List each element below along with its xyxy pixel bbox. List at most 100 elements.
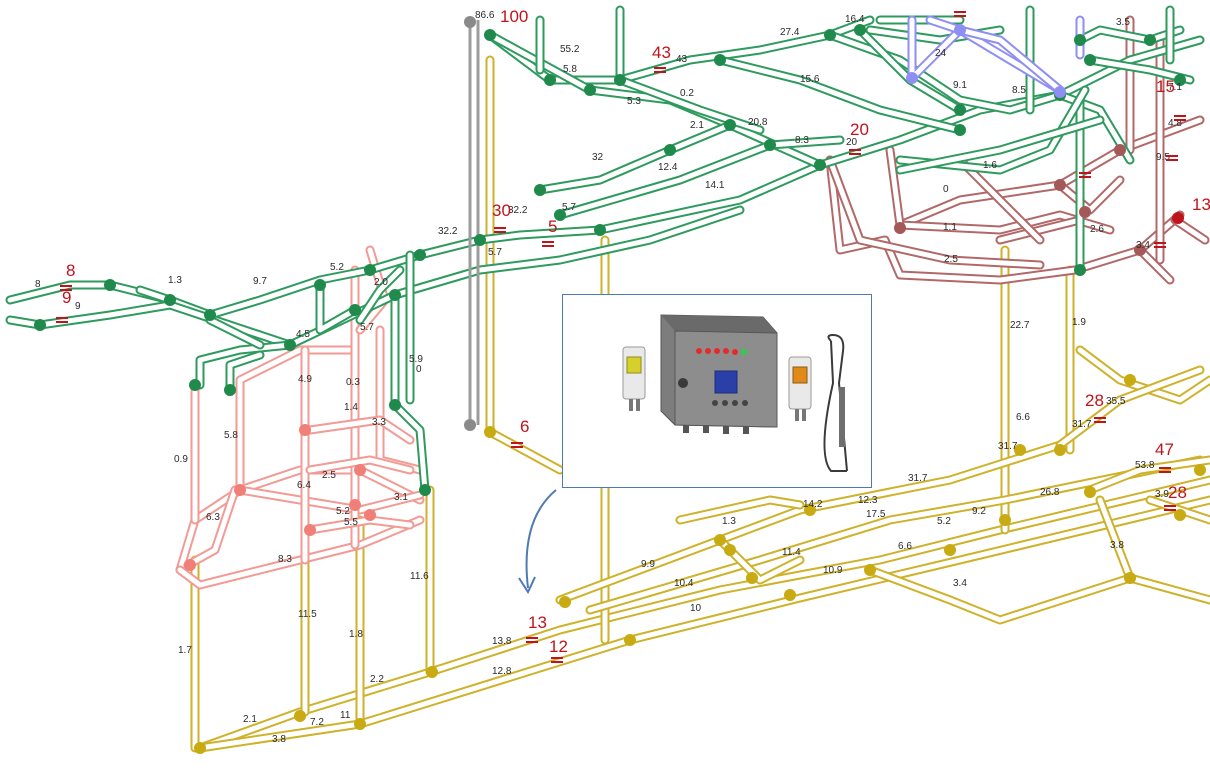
green-junction-node — [164, 294, 176, 306]
flow-value-label: 4.5 — [296, 329, 310, 340]
section-hatch-mark — [849, 149, 861, 151]
section-number-label: 28 — [1168, 483, 1187, 502]
green-junction-node — [419, 484, 431, 496]
green-junction-node — [814, 159, 826, 171]
flow-value-label: 3.1 — [394, 492, 408, 503]
yellow-junction-node — [1124, 374, 1136, 386]
flow-value-label: 6.4 — [297, 480, 311, 491]
flow-value-label: 9.5 — [1156, 152, 1170, 163]
yellow-junction-node — [559, 596, 571, 608]
flow-value-label: 2.0 — [374, 277, 388, 288]
yellow-junction-node — [194, 742, 206, 754]
blue-junction-node — [906, 72, 918, 84]
flow-value-label: 8.3 — [795, 135, 809, 146]
green-junction-node — [224, 384, 236, 396]
section-hatch-mark — [526, 637, 538, 639]
section-hatch-mark — [56, 317, 68, 319]
flow-value-label: 8.5 — [1012, 85, 1026, 96]
section-hatch-mark — [1154, 246, 1166, 248]
gray-pipe-network — [470, 20, 478, 425]
green-junction-node — [724, 119, 736, 131]
section-hatch-mark — [1164, 505, 1176, 507]
pipe-segment-core — [870, 570, 1210, 620]
yellow-junction-node — [724, 544, 736, 556]
flow-value-label: 14.1 — [705, 180, 725, 191]
green-junction-node — [954, 124, 966, 136]
indicator-lamp — [723, 348, 729, 354]
flow-value-label: 27.4 — [780, 27, 800, 38]
green-junction-node — [204, 309, 216, 321]
flow-value-label: 9.9 — [641, 559, 655, 570]
green-junction-node — [104, 279, 116, 291]
section-hatch-mark — [1166, 155, 1178, 157]
flow-value-label: 8.3 — [278, 554, 292, 565]
flow-value-label: 24 — [935, 48, 947, 59]
flow-value-label: 9.7 — [253, 276, 267, 287]
green-junction-node — [284, 339, 296, 351]
pipe-segment-core — [1100, 500, 1130, 578]
section-hatch-mark — [1159, 467, 1171, 469]
flow-value-label: 5.2 — [330, 262, 344, 273]
flow-value-label: 1.8 — [349, 629, 363, 640]
section-hatch-mark — [60, 289, 72, 291]
blue-junction-node — [1054, 86, 1066, 98]
green-junction-node — [389, 289, 401, 301]
flow-value-label: 32 — [592, 152, 604, 163]
indicator-lamp — [714, 348, 720, 354]
section-hatch-mark — [1174, 115, 1186, 117]
section-hatch-mark — [494, 231, 506, 233]
flow-value-label: 12.3 — [858, 495, 878, 506]
section-hatch-mark — [60, 285, 72, 287]
yellow-junction-node — [784, 589, 796, 601]
flow-value-label: 2.1 — [690, 120, 704, 131]
flow-value-label: 86.6 — [475, 10, 495, 21]
flow-value-label: 2.5 — [322, 470, 336, 481]
flow-value-label: 1.6 — [983, 160, 997, 171]
flow-value-label: 1.3 — [722, 516, 736, 527]
section-number-label: 12 — [549, 637, 568, 656]
green-junction-node — [584, 84, 596, 96]
sensor-unit-right — [789, 357, 811, 421]
flow-value-label: 4.9 — [298, 374, 312, 385]
flow-value-label: 16.4 — [845, 14, 865, 25]
section-number-label: 28 — [1085, 391, 1104, 410]
flow-value-label: 3.4 — [953, 578, 967, 589]
green-junction-node — [824, 29, 836, 41]
flow-value-label: 32.2 — [438, 226, 458, 237]
salmon-junction-node — [364, 509, 376, 521]
cable-probe — [824, 335, 847, 471]
yellow-junction-node — [1084, 486, 1096, 498]
section-hatch-mark — [542, 241, 554, 243]
flow-value-label: 1.7 — [178, 645, 192, 656]
flow-value-label: 1.4 — [344, 402, 358, 413]
flow-value-label: 11 — [340, 710, 351, 721]
salmon-junction-node — [184, 559, 196, 571]
section-hatch-mark — [954, 11, 966, 13]
sensor-unit-left — [623, 347, 645, 411]
flow-value-label: 7.2 — [310, 717, 324, 728]
flow-value-label: 2.2 — [370, 674, 384, 685]
salmon-junction-node — [299, 424, 311, 436]
section-hatch-mark — [494, 227, 506, 229]
green-junction-node — [714, 54, 726, 66]
indicator-lamp — [705, 348, 711, 354]
section-number-label: 47 — [1155, 440, 1174, 459]
yellow-junction-node — [426, 666, 438, 678]
green-junction-node — [484, 29, 496, 41]
section-number-label: 6 — [520, 417, 529, 436]
maroon-junction-node — [1079, 206, 1091, 218]
flow-value-label: 11.4 — [782, 547, 801, 558]
flow-value-label: 9.2 — [972, 506, 986, 517]
section-hatch-mark — [954, 15, 966, 17]
callout-pointer-arrow — [527, 490, 556, 588]
flow-value-label: 55.2 — [560, 44, 580, 55]
green-junction-node — [954, 104, 966, 116]
flow-value-label: 5.3 — [627, 96, 641, 107]
green-junction-node — [854, 24, 866, 36]
flow-value-label: 3.8 — [272, 734, 286, 745]
section-number-label: 15 — [1156, 77, 1175, 96]
flow-value-label: 53.8 — [1135, 460, 1155, 471]
section-hatch-mark — [56, 321, 68, 323]
green-junction-node — [1074, 34, 1086, 46]
yellow-junction-node — [1054, 444, 1066, 456]
